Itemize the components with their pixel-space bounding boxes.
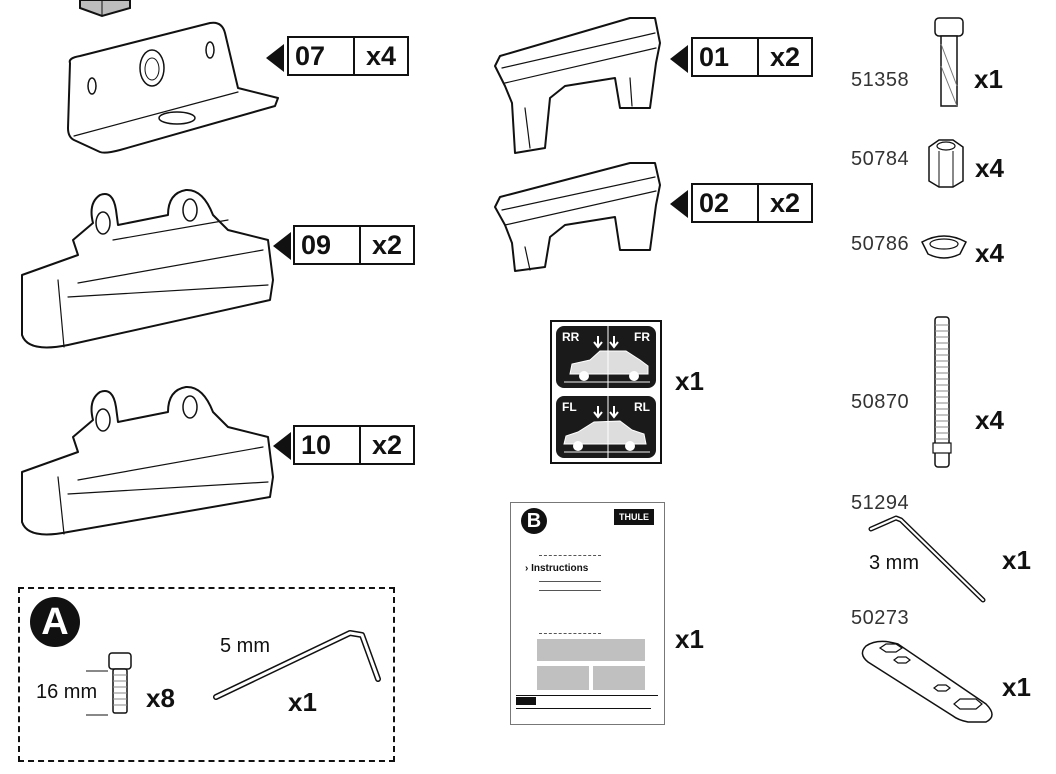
part-number: 01 [693,39,759,75]
footer-rule [516,708,651,709]
part-no-51294: 51294 [851,492,910,514]
text-lines [539,581,601,591]
key-quantity: x1 [288,687,317,717]
image-placeholder [537,639,645,661]
part-number: 09 [295,227,361,263]
label-box-01: 01 x2 [691,37,813,77]
bolt-quantity: x8 [146,683,175,713]
car-icon [563,396,650,458]
pointer-icon [273,232,291,260]
allen-key-3mm-illustration [868,515,986,603]
block-fragment-illustration [79,0,131,18]
quantity: x4 [365,41,397,71]
badge-a: A [30,597,80,647]
pointer-icon [670,45,688,73]
divider [539,633,601,634]
part-no-51358: 51358 [851,69,910,91]
key-size: 5 mm [220,635,270,657]
label-rr: RR [562,330,580,344]
kit-a-box: A 16 mm x8 5 mm x1 [18,587,395,762]
quantity: x2 [769,188,801,218]
key-size-3mm: 3 mm [869,552,919,574]
qty-50786: x4 [975,238,1004,268]
instructions-title-text: Instructions [531,563,589,574]
part-number: 07 [289,38,355,74]
instructions-quantity: x1 [675,624,704,654]
nut-50784-illustration [928,139,964,188]
instructions-title: › Instructions [525,563,588,574]
label-box-02: 02 x2 [691,183,813,223]
bolt-icon [108,652,132,714]
chevron-right-icon: › [525,563,532,574]
pad-01-illustration [494,17,661,154]
position-sticker: RR FR FL RL [550,320,662,464]
part-no-50870: 50870 [851,391,910,413]
label-box-10: 10 x2 [293,425,415,465]
image-placeholder [537,666,589,690]
instructions-booklet: B THULE › Instructions [510,502,665,725]
label-rl: RL [634,400,650,414]
pointer-icon [670,190,688,218]
dimension-lines [86,670,108,716]
sticker-panel-bottom: FL RL [556,396,656,458]
thule-logo: THULE [614,509,654,525]
threaded-rod-50870-illustration [932,316,952,468]
quantity: x2 [371,230,403,260]
part-no-50786: 50786 [851,233,910,255]
qty-50784: x4 [975,153,1004,183]
divider [539,555,601,556]
quantity: x2 [371,430,403,460]
qty-51358: x1 [974,64,1003,94]
bolt-51358-illustration [934,17,964,107]
part-number: 02 [693,185,759,221]
quantity: x2 [769,42,801,72]
part-no-50273: 50273 [851,607,910,629]
pointer-icon [273,432,291,460]
sticker-panel-top: RR FR [556,326,656,388]
pointer-icon [266,44,284,72]
foot-09-illustration [21,188,274,349]
washer-50786-illustration [921,235,967,259]
label-box-09: 09 x2 [293,225,415,265]
sticker-quantity: x1 [675,366,704,396]
badge-b: B [521,508,547,534]
qty-51294: x1 [1002,545,1031,575]
pad-02-illustration [494,162,661,272]
label-fr: FR [634,330,650,344]
label-fl: FL [562,400,577,414]
allen-key-5mm-icon [213,630,381,700]
part-no-50784: 50784 [851,148,910,170]
footer-rule [516,695,658,696]
bracket-07-illustration [67,21,279,154]
part-number: 10 [295,427,361,463]
qty-50273: x1 [1002,672,1031,702]
image-placeholder [593,666,645,690]
car-icon [564,326,650,388]
label-box-07: 07 x4 [287,36,409,76]
footer-block [516,697,536,705]
qty-50870: x4 [975,405,1004,435]
wrench-50273-illustration [861,640,993,723]
bolt-length: 16 mm [36,681,98,703]
foot-10-illustration [21,385,274,536]
